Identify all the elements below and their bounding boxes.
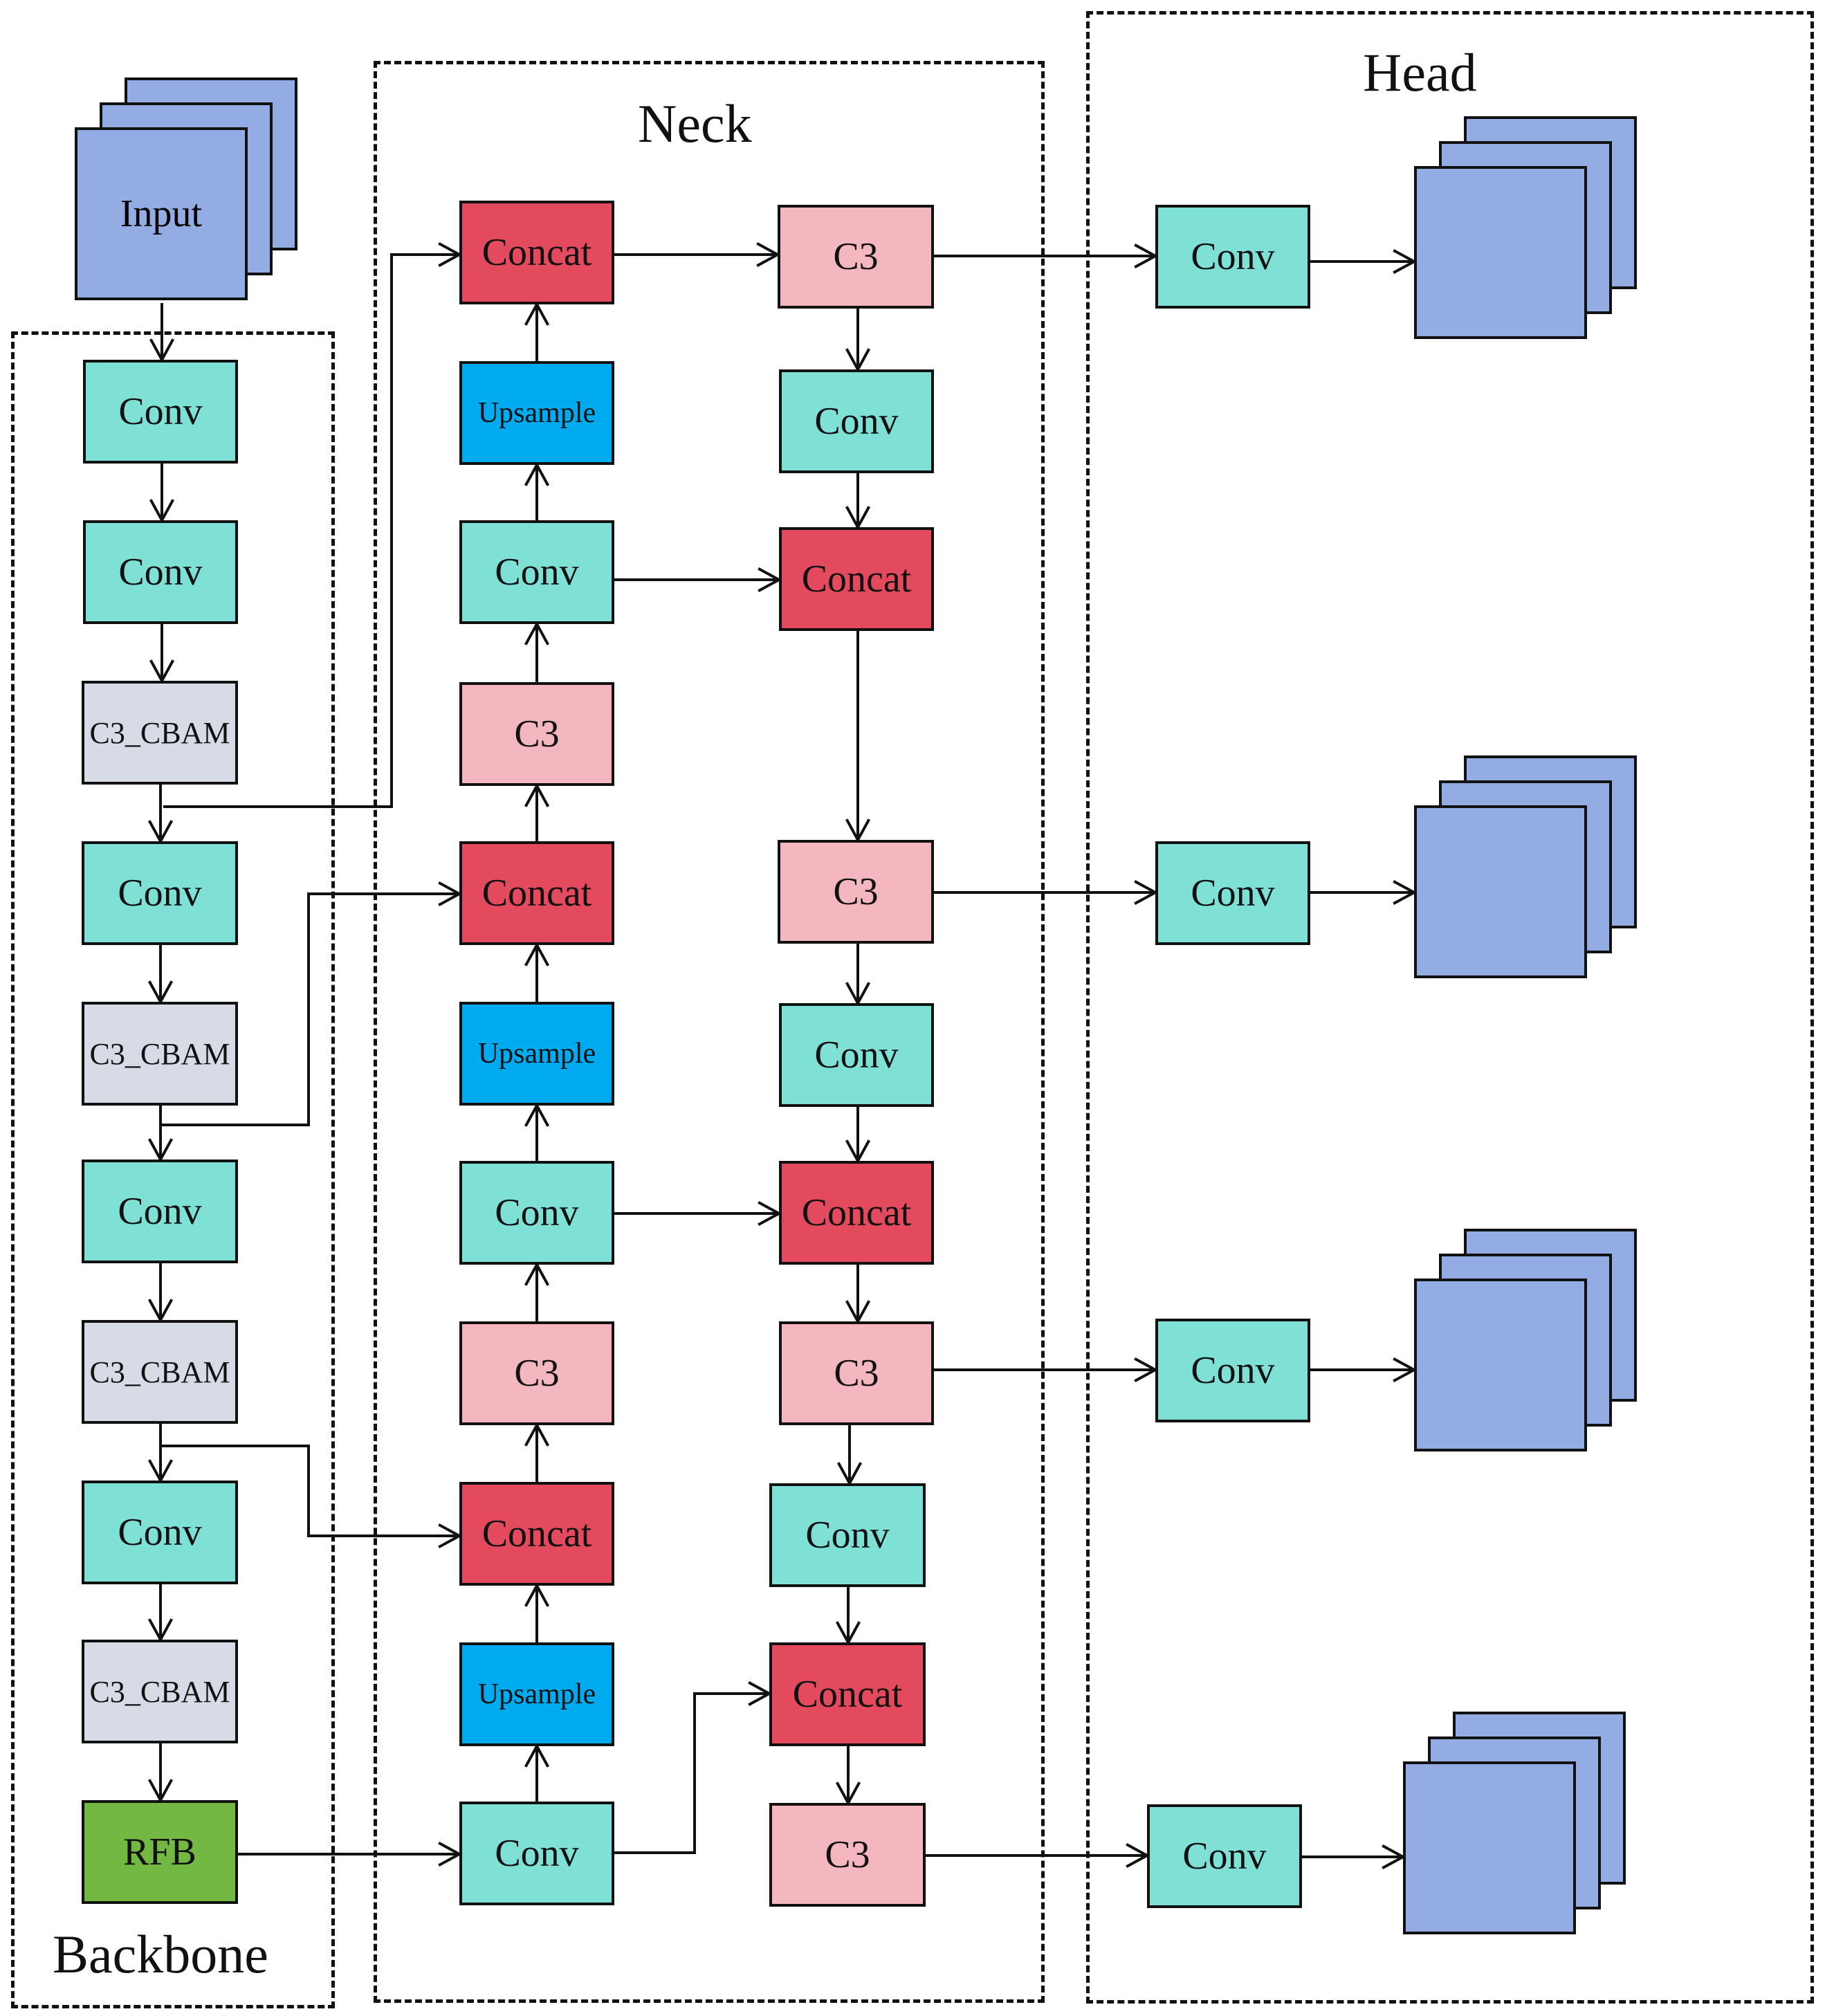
neck-c3-3: C3 bbox=[778, 205, 934, 309]
neck-title: Neck bbox=[638, 93, 752, 154]
output-4-map-front bbox=[1403, 1761, 1576, 1934]
neck-conv-6: Conv bbox=[769, 1483, 926, 1587]
arrow-head-15 bbox=[524, 1743, 550, 1768]
arrow-head-22 bbox=[524, 621, 550, 645]
neck-concat-4: Concat bbox=[779, 527, 934, 631]
backbone-c3-cbam-3: C3_CBAM bbox=[82, 1320, 238, 1424]
backbone-title: Backbone bbox=[53, 1924, 268, 1984]
head-conv-1: Conv bbox=[1155, 205, 1310, 309]
backbone-conv-1: Conv bbox=[83, 360, 238, 464]
output-1-map-front bbox=[1414, 166, 1587, 339]
neck-conv-2: Conv bbox=[459, 1161, 614, 1265]
connector-line-12 bbox=[161, 1445, 459, 1537]
neck-upsample-3: Upsample bbox=[459, 1642, 614, 1746]
connector-line-27 bbox=[614, 1692, 769, 1854]
arrow-head-23 bbox=[524, 461, 550, 486]
head-region bbox=[1086, 11, 1814, 2004]
neck-c3-1: C3 bbox=[459, 682, 614, 786]
neck-upsample-2: Upsample bbox=[459, 1002, 614, 1106]
output-2-map-front bbox=[1414, 805, 1587, 978]
arrow-head-20 bbox=[524, 942, 550, 966]
neck-concat-2: Concat bbox=[459, 841, 614, 945]
neck-upsample-1: Upsample bbox=[459, 361, 614, 465]
head-conv-4: Conv bbox=[1147, 1804, 1302, 1908]
neck-c3-6: C3 bbox=[769, 1803, 926, 1907]
backbone-conv-3: Conv bbox=[82, 841, 238, 945]
neck-conv-4: Conv bbox=[779, 369, 934, 473]
backbone-c3-cbam-2: C3_CBAM bbox=[82, 1002, 238, 1106]
head-conv-2: Conv bbox=[1155, 841, 1310, 945]
backbone-conv-5: Conv bbox=[82, 1481, 238, 1584]
neck-concat-5: Concat bbox=[779, 1161, 934, 1265]
connector-line-10 bbox=[163, 253, 459, 808]
head-conv-3: Conv bbox=[1155, 1319, 1310, 1422]
neck-c3-5: C3 bbox=[779, 1321, 934, 1425]
head-title: Head bbox=[1363, 42, 1477, 102]
backbone-c3-cbam-1: C3_CBAM bbox=[82, 681, 238, 785]
arrow-head-16 bbox=[524, 1582, 550, 1607]
backbone-c3-cbam-4: C3_CBAM bbox=[82, 1640, 238, 1743]
arrow-head-17 bbox=[524, 1422, 550, 1447]
neck-conv-5: Conv bbox=[779, 1003, 934, 1107]
backbone-conv-4: Conv bbox=[82, 1160, 238, 1263]
arrow-head-24 bbox=[524, 301, 550, 326]
neck-conv-3: Conv bbox=[459, 1802, 614, 1905]
backbone-rfb: RFB bbox=[82, 1800, 238, 1904]
neck-concat-3: Concat bbox=[459, 1482, 614, 1586]
input-block: Input bbox=[75, 127, 248, 300]
neck-region bbox=[374, 61, 1045, 2003]
neck-c3-4: C3 bbox=[778, 840, 934, 944]
neck-conv-1: Conv bbox=[459, 520, 614, 624]
neck-c3-2: C3 bbox=[459, 1321, 614, 1425]
arrow-head-19 bbox=[524, 1102, 550, 1127]
neck-concat-6: Concat bbox=[769, 1642, 926, 1746]
arrow-head-21 bbox=[524, 782, 550, 807]
backbone-region bbox=[11, 331, 335, 2008]
neck-concat-1: Concat bbox=[459, 201, 614, 304]
arrow-head-18 bbox=[524, 1261, 550, 1286]
connector-line-11 bbox=[161, 892, 459, 1126]
output-3-map-front bbox=[1414, 1279, 1587, 1451]
backbone-conv-2: Conv bbox=[83, 520, 238, 624]
